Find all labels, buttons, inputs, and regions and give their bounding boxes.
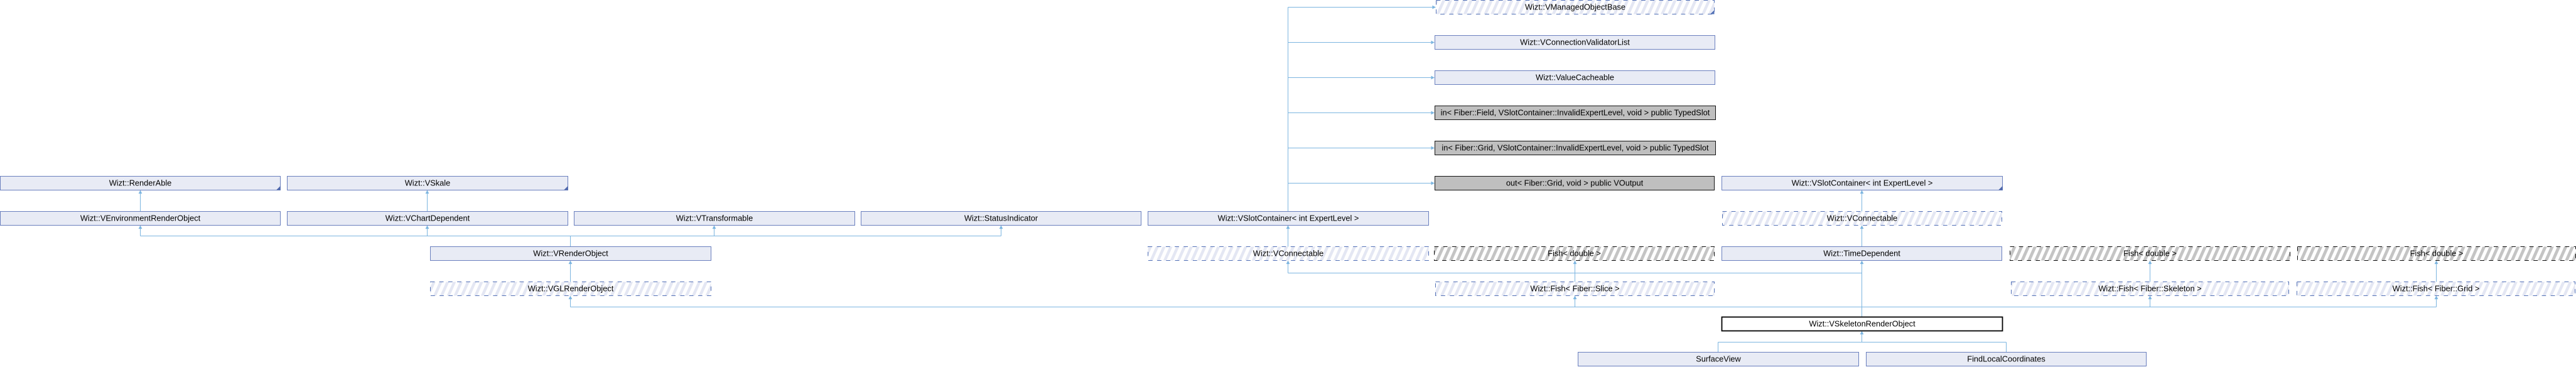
svg-text:Wizt::VSlotContainer< int Expe: Wizt::VSlotContainer< int ExpertLevel >: [1218, 214, 1359, 223]
svg-text:Fish< double >: Fish< double >: [2410, 249, 2464, 258]
svg-text:Fish< double >: Fish< double >: [1548, 249, 1601, 258]
svg-text:Wizt::VConnectable: Wizt::VConnectable: [1253, 249, 1323, 258]
svg-text:Wizt::VConnectionValidatorList: Wizt::VConnectionValidatorList: [1520, 38, 1630, 47]
svg-text:Wizt::ValueCacheable: Wizt::ValueCacheable: [1536, 73, 1614, 82]
svg-text:Fish< double >: Fish< double >: [2123, 249, 2177, 258]
svg-text:Wizt::Fish< Fiber::Slice >: Wizt::Fish< Fiber::Slice >: [1530, 284, 1619, 293]
svg-text:Wizt::VSlotContainer< int Expe: Wizt::VSlotContainer< int ExpertLevel >: [1792, 178, 1933, 188]
svg-text:Wizt::VGLRenderObject: Wizt::VGLRenderObject: [528, 284, 614, 293]
svg-text:Wizt::VTransformable: Wizt::VTransformable: [676, 214, 753, 223]
svg-text:Wizt::VEnvironmentRenderObject: Wizt::VEnvironmentRenderObject: [80, 214, 201, 223]
svg-text:Wizt::Fish< Fiber::Skeleton >: Wizt::Fish< Fiber::Skeleton >: [2098, 284, 2201, 293]
svg-text:Wizt::VSkale: Wizt::VSkale: [405, 178, 451, 188]
svg-text:Wizt::VChartDependent: Wizt::VChartDependent: [385, 214, 470, 223]
svg-text:Wizt::TimeDependent: Wizt::TimeDependent: [1823, 249, 1900, 258]
svg-text:Wizt::Fish< Fiber::Grid >: Wizt::Fish< Fiber::Grid >: [2393, 284, 2480, 293]
svg-text:SurfaceView: SurfaceView: [1696, 354, 1741, 364]
svg-text:in< Fiber::Grid, VSlotContaine: in< Fiber::Grid, VSlotContainer::Invalid…: [1442, 143, 1709, 153]
svg-text:Wizt::VConnectable: Wizt::VConnectable: [1827, 214, 1897, 223]
svg-text:out< Fiber::Grid, void > publi: out< Fiber::Grid, void > public VOutput: [1506, 178, 1644, 188]
svg-text:Wizt::RenderAble: Wizt::RenderAble: [109, 178, 172, 188]
svg-text:Wizt::VSkeletonRenderObject: Wizt::VSkeletonRenderObject: [1809, 319, 1916, 329]
svg-text:FindLocalCoordinates: FindLocalCoordinates: [1967, 354, 2045, 364]
svg-text:Wizt::VManagedObjectBase: Wizt::VManagedObjectBase: [1525, 3, 1625, 12]
svg-text:in< Fiber::Field, VSlotContain: in< Fiber::Field, VSlotContainer::Invali…: [1441, 108, 1710, 118]
svg-text:Wizt::StatusIndicator: Wizt::StatusIndicator: [964, 214, 1038, 223]
svg-text:Wizt::VRenderObject: Wizt::VRenderObject: [533, 249, 608, 258]
